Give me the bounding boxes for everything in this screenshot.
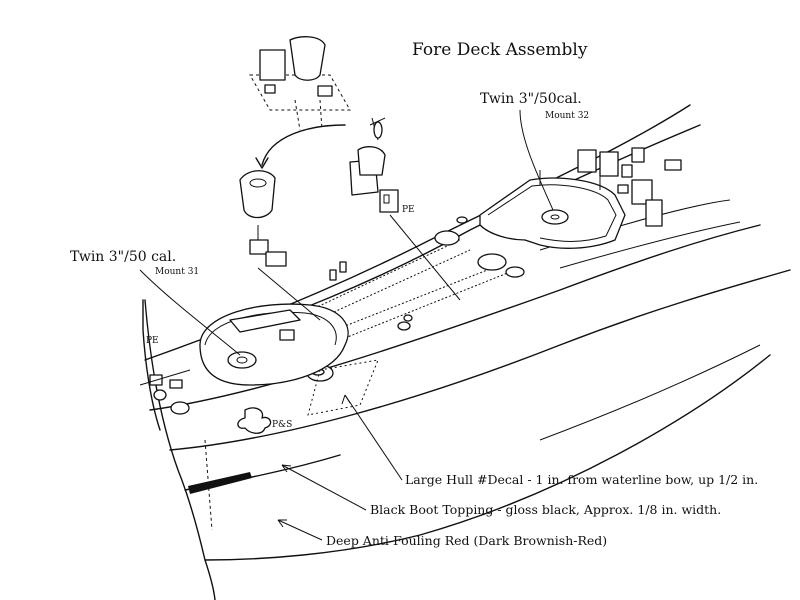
exploded-parts	[239, 36, 461, 321]
callout-anti-fouling: Deep Anti-Fouling Red (Dark Brownish-Red…	[326, 533, 607, 548]
pe-bow-label: PE	[146, 336, 159, 346]
mount-31-leader	[139, 269, 241, 356]
mount-32-label: Twin 3"/50cal.	[480, 91, 582, 107]
pe-part-label: PE	[402, 205, 415, 215]
callout-hull-decal: Large Hull #Decal - 1 in. from waterline…	[405, 472, 758, 487]
mount-31-gun-tub	[199, 303, 349, 386]
boot-topping-band	[188, 472, 252, 494]
callout-hull-decal-leader	[344, 394, 403, 481]
mount-32-leader	[519, 109, 554, 211]
diagram-title: Fore Deck Assembly	[412, 40, 588, 60]
mount-31-label: Twin 3"/50 cal.	[70, 249, 176, 265]
mount-32-gun-tub	[479, 147, 682, 249]
pns-fitting	[237, 407, 272, 434]
callout-anti-fouling-leader	[277, 519, 323, 541]
mount-31-sublabel: Mount 31	[155, 267, 199, 277]
mount-32-sublabel: Mount 32	[545, 111, 589, 121]
callout-boot-topping: Black Boot Topping - gloss black, Approx…	[370, 502, 721, 517]
labels: Fore Deck Assembly Twin 3"/50cal. Mount …	[70, 40, 758, 548]
decal-position-box	[307, 359, 379, 416]
callout-boot-topping-leader	[281, 464, 367, 511]
pns-label: P&S	[272, 420, 292, 430]
